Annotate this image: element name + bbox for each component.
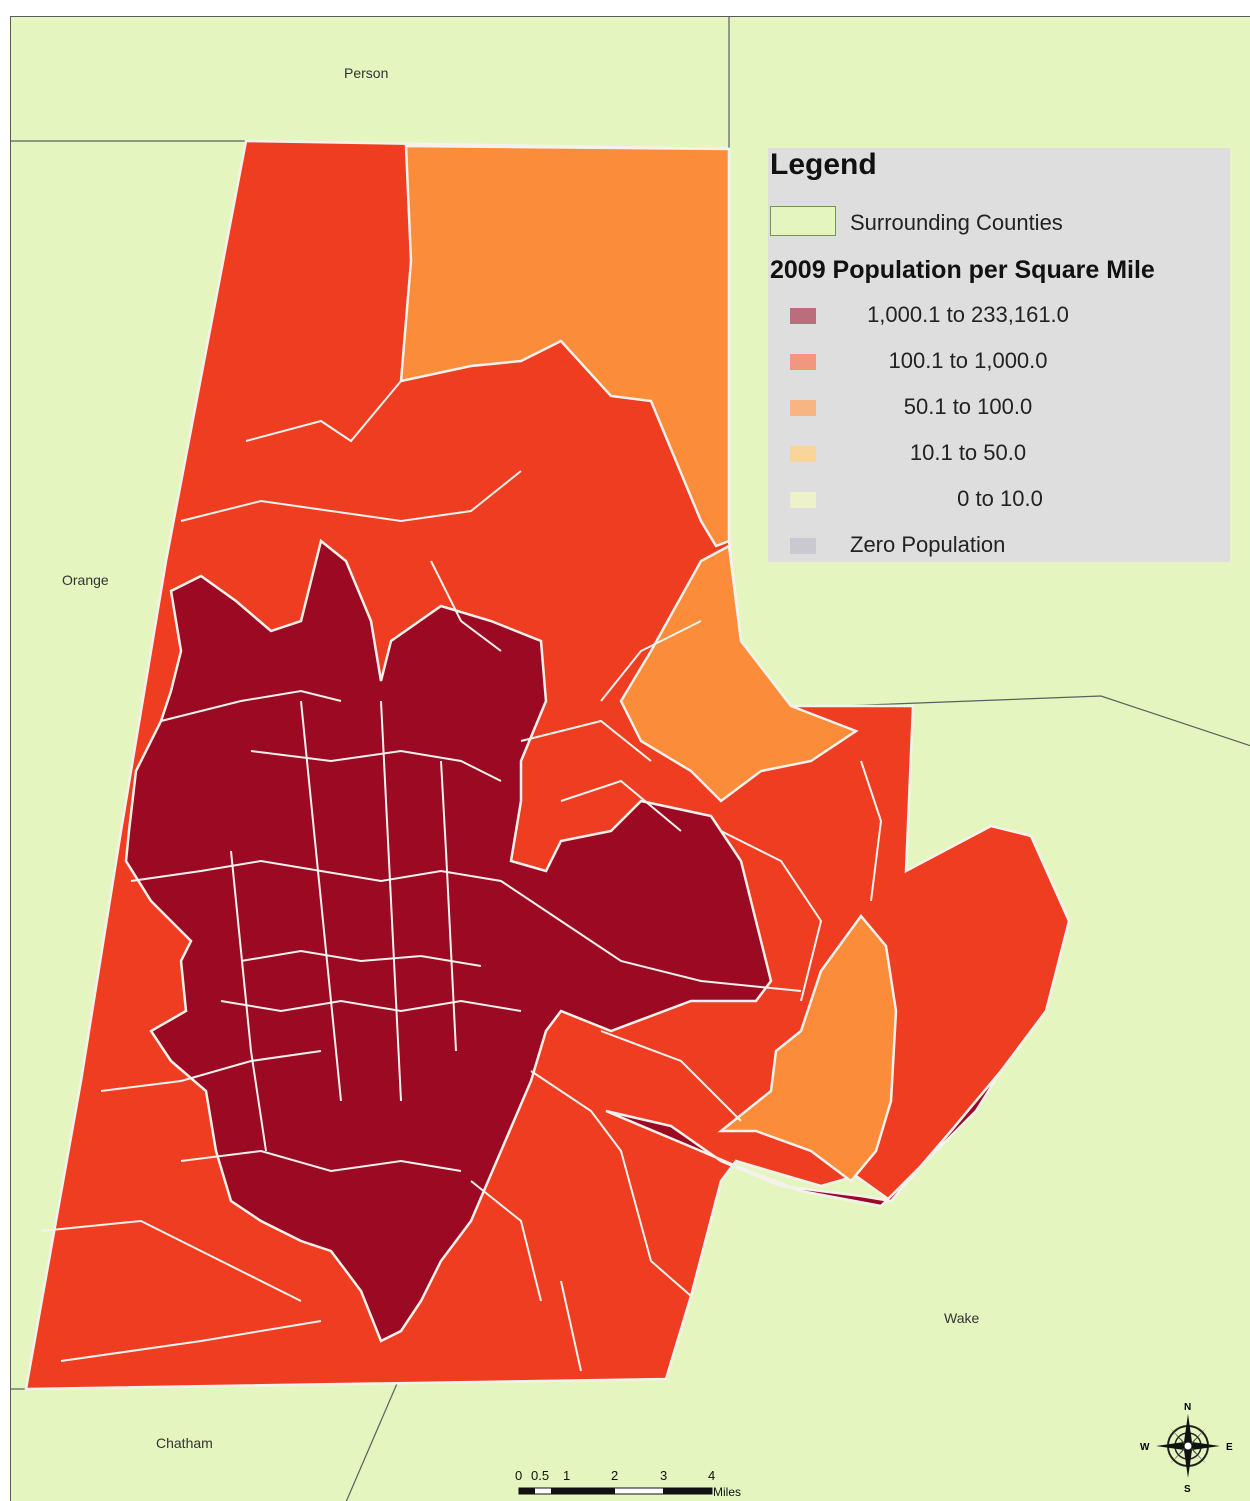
legend-label: 10.1 to 50.0 [909,440,1027,465]
region-southeast-dark [605,1070,1003,1208]
region-east-orange [619,544,859,803]
legend-row: 50.1 to 100.0 [768,392,1230,422]
county-label-wake: Wake [944,1310,980,1326]
legend-swatch [790,492,816,508]
scale-tick: 1 [563,1468,571,1483]
compass-e: E [1226,1442,1233,1453]
county-label-chatham: Chatham [156,1435,213,1451]
legend-swatch [790,446,816,462]
legend-swatch [790,354,816,370]
scale-tick: 0.5 [531,1468,550,1483]
region-core-dark [124,538,773,1343]
legend-swatch [790,400,816,416]
scale-tick: 0 [515,1468,523,1483]
map-frame[interactable]: Person Orange Chatham Wake [10,16,1250,1501]
scale-tick: 4 [708,1468,716,1483]
legend-row: 100.1 to 1,000.0 [768,346,1230,376]
legend-label: 0 to 10.0 [957,486,1043,511]
map-legend: Legend Surrounding Counties 2009 Populat… [768,148,1230,562]
compass-rose-icon: N S E W [1130,1400,1240,1495]
county-label-person: Person [344,65,389,81]
density-legend-title: 2009 Population per Square Mile [770,256,1155,284]
legend-row: 1,000.1 to 233,161.0 [768,300,1230,330]
wake-line [840,695,1250,747]
surrounding-counties-label: Surrounding Counties [850,210,1063,235]
legend-row: Zero Population [768,530,1230,560]
choropleth-map [11,17,1250,1501]
compass-n: N [1184,1402,1191,1413]
region-southeast-orange [717,913,898,1183]
scale-bar: 0 0.5 1 2 3 4 Miles [505,1468,765,1501]
surrounding-counties-swatch [770,206,836,236]
county-boundaries [11,17,1250,1501]
scale-tick: 2 [611,1468,619,1483]
chatham-wake-line [345,1378,400,1501]
scale-units: Miles [713,1485,742,1499]
compass-w: W [1140,1442,1150,1453]
legend-label: 50.1 to 100.0 [903,394,1033,419]
compass-s: S [1184,1484,1191,1495]
legend-swatch [790,538,816,554]
tract-boundaries [40,380,883,1372]
legend-row: 0 to 10.0 [768,484,1230,514]
scale-tick: 3 [660,1468,668,1483]
legend-row: 10.1 to 50.0 [768,438,1230,468]
legend-title: Legend [770,148,877,181]
legend-label: 100.1 to 1,000.0 [888,348,1048,373]
legend-label: 1,000.1 to 233,161.0 [867,302,1069,327]
legend-label: Zero Population [850,532,1006,557]
scale-bar-graphic [518,1487,713,1495]
county-label-orange: Orange [62,572,109,588]
compass-graphic: N S E W [1140,1402,1233,1495]
legend-swatch [790,308,816,324]
